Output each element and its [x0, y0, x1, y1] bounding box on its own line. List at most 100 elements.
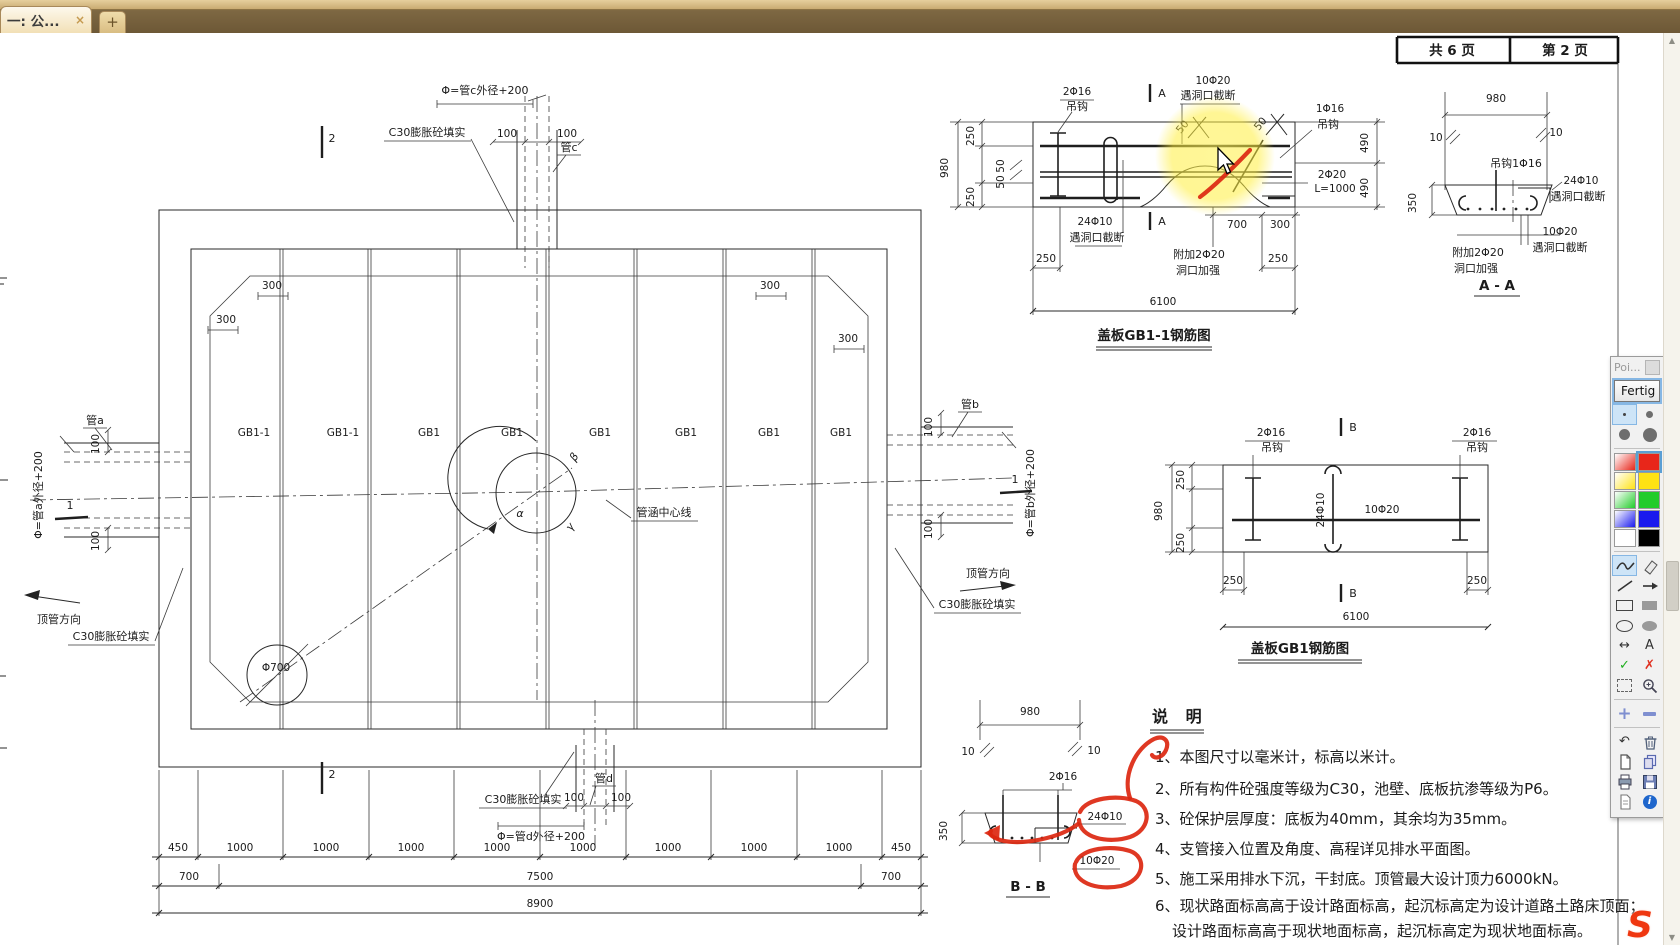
dim: 450	[168, 842, 188, 854]
scrollbar-thumb[interactable]	[1666, 561, 1679, 611]
note-line: 6、现状路面标高高于设计路面标高，起沉标高定为设计道路土路床顶面；	[1155, 897, 1645, 915]
save-icon	[1642, 774, 1657, 789]
pipe-c-gap-dim: 100	[497, 128, 517, 140]
bar-mark: 2Φ16	[1463, 427, 1492, 439]
angle-beta-label: β	[566, 450, 581, 464]
pen-size-1[interactable]	[1612, 404, 1637, 425]
bar-mark: 10Φ20	[1365, 504, 1400, 516]
pages-total: 共 6 页	[1429, 42, 1475, 59]
copy-button[interactable]	[1638, 752, 1661, 771]
pen-size-4[interactable]	[1638, 425, 1661, 444]
dim: 10	[961, 746, 974, 758]
toolbar-titlebar[interactable]: Poi...	[1611, 357, 1663, 378]
sogou-ime-logo[interactable]: S	[1627, 905, 1653, 945]
color-yellow[interactable]	[1638, 472, 1660, 490]
pen-size-2[interactable]	[1638, 405, 1661, 424]
dim: 1000	[484, 842, 511, 854]
browser-tab[interactable]: 一: 公... ×	[0, 6, 92, 33]
hook-label: 吊钩	[1066, 99, 1088, 113]
note-line: 设计路面标高高于现状地面标高，起沉标高定为现状地面标高。	[1172, 922, 1592, 940]
done-button[interactable]: Fertig	[1612, 378, 1662, 404]
dim: 980	[1486, 93, 1506, 105]
sheet-page-table: 共 6 页 第 2 页	[1395, 35, 1620, 945]
check-tool[interactable]: ✓	[1613, 656, 1636, 675]
dim: 1000	[398, 842, 425, 854]
plan-view: GB1-1 GB1-1 GB1 GB1 GB1 GB1 GB1 GB1 α β …	[24, 83, 1037, 917]
dim: 10	[1087, 745, 1100, 757]
zoom-in-button[interactable]: +	[1613, 704, 1636, 724]
chamfer-dim: 300	[262, 280, 282, 292]
color-black[interactable]	[1638, 529, 1660, 547]
toolbar-titlebar-button[interactable]	[1645, 360, 1660, 375]
freehand-tool[interactable]	[1612, 555, 1637, 576]
color-blue-translucent[interactable]	[1614, 510, 1636, 528]
color-green[interactable]	[1638, 491, 1660, 509]
c30-fill-label: C30膨胀砼填实	[939, 597, 1016, 611]
scroll-up-icon[interactable]: ▲	[1668, 36, 1676, 45]
chamfer-dim: 300	[760, 280, 780, 292]
notes-block: 说 明 1、本图尺寸以毫米计，标高以米计。 2、所有构件砼强度等级为C30，池壁…	[1150, 707, 1645, 940]
hook-label: 吊钩	[1261, 440, 1283, 454]
rectangle-tool[interactable]	[1613, 596, 1636, 615]
dim: 1000	[313, 842, 340, 854]
pipe-a-label: 管a	[86, 413, 104, 427]
tab-bar: 一: 公... × +	[0, 0, 1680, 33]
squiggle-icon	[1615, 561, 1635, 570]
crop-icon	[1617, 679, 1632, 692]
color-green-translucent[interactable]	[1614, 491, 1636, 509]
color-red-translucent[interactable]	[1614, 453, 1636, 471]
figure-b-b: 980 10 10 2Φ16 350 24Φ10 10Φ20 B - B	[938, 700, 1126, 898]
zoom-out-button[interactable]	[1638, 704, 1661, 723]
color-yellow-translucent[interactable]	[1614, 472, 1636, 490]
pen-size-3[interactable]	[1613, 425, 1636, 444]
new-tab-button[interactable]: +	[99, 11, 126, 33]
double-arrow-tool[interactable]: ↔	[1613, 636, 1636, 655]
save-button[interactable]	[1638, 772, 1661, 791]
color-blue[interactable]	[1638, 510, 1660, 528]
dim: 1000	[741, 842, 768, 854]
tab-close-icon[interactable]: ×	[74, 13, 85, 27]
section-1-label: 1	[67, 499, 74, 512]
new-sheet-button[interactable]	[1613, 752, 1636, 771]
cross-icon: ✗	[1644, 658, 1655, 673]
color-red[interactable]	[1636, 451, 1662, 473]
ellipse-tool[interactable]	[1613, 616, 1636, 635]
section-2-label: 2	[329, 768, 336, 781]
line-tool[interactable]	[1613, 576, 1636, 595]
dim: 1000	[570, 842, 597, 854]
undo-button[interactable]: ↶	[1613, 732, 1636, 751]
highlighter-tool[interactable]	[1638, 556, 1661, 575]
color-white[interactable]	[1614, 529, 1636, 547]
cross-tool[interactable]: ✗	[1638, 656, 1661, 675]
pipe-a-gap-dim: 100	[90, 434, 102, 454]
magnify-tool[interactable]	[1638, 676, 1661, 695]
scroll-down-icon[interactable]: ▼	[1668, 933, 1676, 942]
dim: 250	[965, 126, 977, 146]
print-button[interactable]	[1613, 772, 1636, 791]
bar-length: L=1000	[1314, 183, 1355, 195]
filled-rectangle-tool[interactable]	[1638, 596, 1661, 615]
toolbar-title: Poi...	[1614, 361, 1641, 374]
help-button[interactable]	[1613, 792, 1636, 811]
bar-mark: 10Φ20	[1080, 855, 1115, 867]
bar-mark: 2Φ20	[1318, 169, 1346, 181]
text-tool[interactable]: A	[1638, 636, 1661, 655]
figure-a-a: 980 10 10 吊钩1Φ16 350 24Φ10 遇洞口截断 10Φ20 遇…	[1407, 92, 1606, 297]
reinforce-note: 洞口加强	[1176, 264, 1220, 277]
angle-gamma-label: γ	[563, 520, 578, 533]
dim: 700	[1227, 219, 1247, 231]
chamfer-dim: 300	[838, 333, 858, 345]
arrow-tool[interactable]	[1638, 576, 1661, 595]
section-markers: 2 2 1 1	[54, 126, 1033, 794]
mouse-cursor	[1217, 146, 1236, 175]
dim: 250	[965, 187, 977, 207]
filled-ellipse-tool[interactable]	[1638, 616, 1661, 635]
capture-area-tool[interactable]	[1613, 676, 1636, 695]
vertical-scrollbar[interactable]: ▲ ▼	[1663, 33, 1680, 945]
dim: 980	[939, 158, 951, 178]
dim: 250	[1223, 575, 1243, 587]
info-button[interactable]: i	[1638, 792, 1661, 811]
delete-all-button[interactable]	[1638, 732, 1661, 751]
bar-mark: 2Φ16	[1257, 427, 1286, 439]
